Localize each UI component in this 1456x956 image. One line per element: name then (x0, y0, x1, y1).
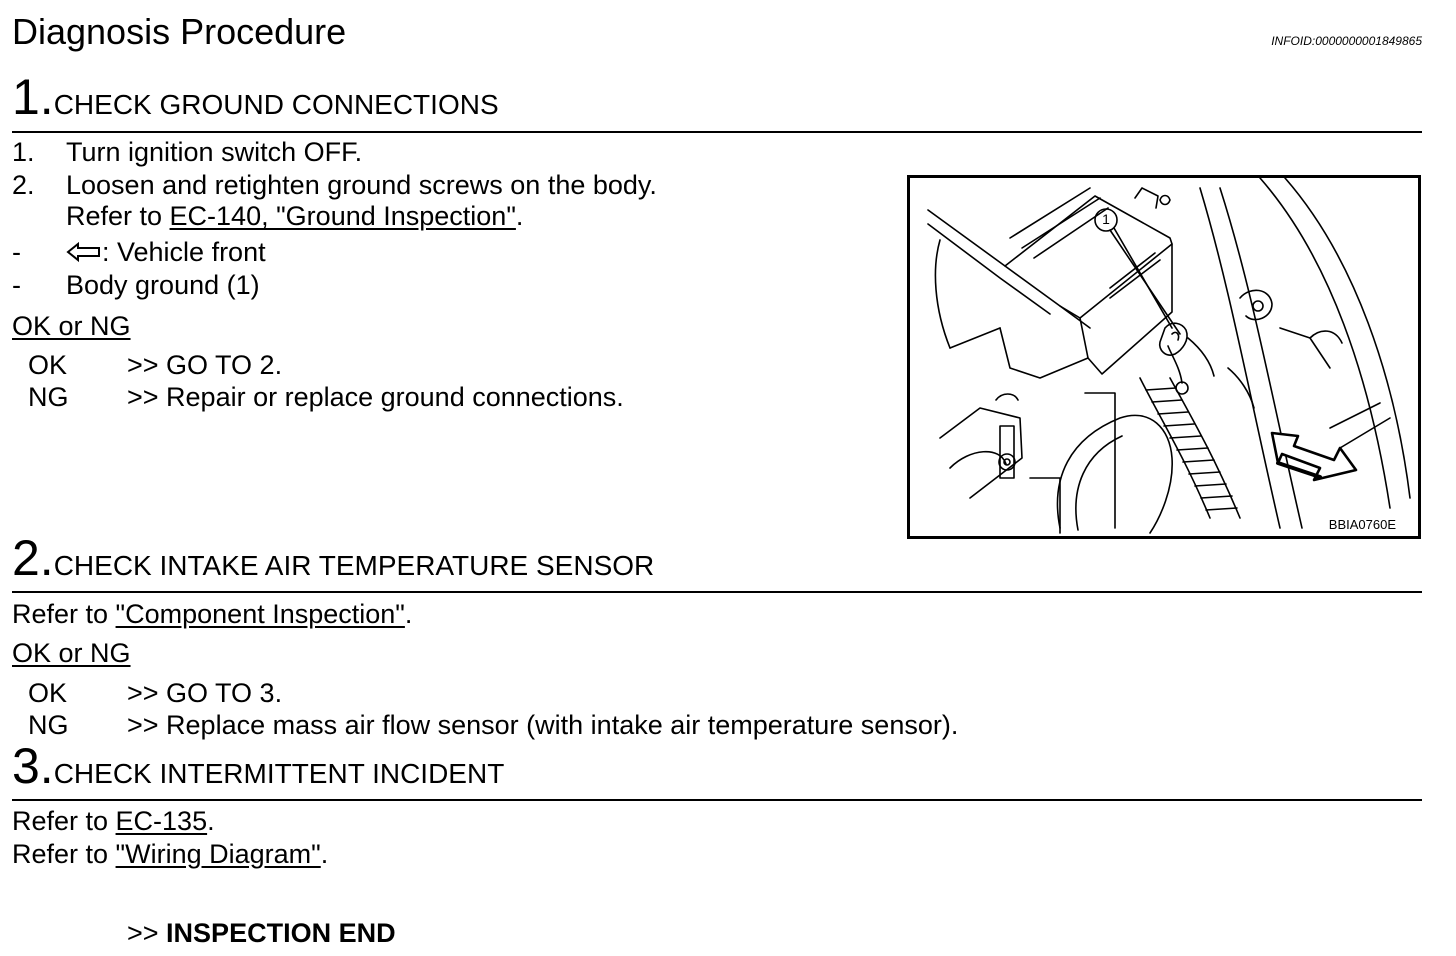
step-1-item-2-text: Loosen and retighten ground screws on th… (66, 170, 657, 200)
step-1-title: CHECK GROUND CONNECTIONS (53, 89, 499, 120)
step-1-item-1-marker: 1. (12, 137, 35, 167)
wiring-diagram-link[interactable]: "Wiring Diagram" (115, 839, 321, 869)
info-id: INFOID:0000000001849865 (1271, 34, 1422, 48)
step-3-rule (12, 799, 1422, 801)
legend-vehicle-front-text: : Vehicle front (102, 237, 266, 267)
refer-prefix: Refer to (12, 806, 116, 836)
legend-vehicle-front: : Vehicle front (66, 237, 266, 267)
legend-body-ground: Body ground (1) (66, 270, 260, 300)
arrow-left-outline-icon (66, 239, 102, 263)
page-title: Diagnosis Procedure (12, 11, 347, 52)
step-1-item-2-marker: 2. (12, 170, 35, 200)
step-2-number: 2. (12, 530, 54, 586)
step-1-rule (12, 131, 1422, 133)
step-3-number: 3. (12, 738, 54, 794)
step-2-ok-text: >> GO TO 3. (127, 678, 283, 708)
refer-suffix: . (320, 839, 329, 869)
legend-2-marker: - (12, 270, 21, 300)
step-2-rule (12, 591, 1422, 593)
inspection-end-prefix: >> (127, 918, 167, 948)
ground-inspection-link[interactable]: EC-140, "Ground Inspection" (169, 201, 516, 231)
step-2-ng-text: >> Replace mass air flow sensor (with in… (127, 710, 959, 740)
step-2-reference: Refer to "Component Inspection". (12, 599, 412, 629)
ec-135-link[interactable]: EC-135 (115, 806, 208, 836)
step-1-ok-label: OK (28, 350, 68, 380)
refer-suffix: . (515, 201, 524, 231)
inspection-end-text: INSPECTION END (166, 918, 396, 948)
engine-bay-drawing (927, 178, 1411, 534)
step-2-ok-ng-heading: OK or NG (12, 638, 131, 668)
step-2-ok-label: OK (28, 678, 68, 708)
refer-prefix: Refer to (66, 201, 170, 231)
step-2-title: CHECK INTAKE AIR TEMPERATURE SENSOR (53, 550, 655, 581)
legend-1-marker: - (12, 237, 21, 267)
step-3-reference-1: Refer to EC-135. (12, 806, 215, 836)
component-inspection-link[interactable]: "Component Inspection" (115, 599, 405, 629)
step-3-reference-2: Refer to "Wiring Diagram". (12, 839, 328, 869)
refer-suffix: . (207, 806, 215, 836)
figure-callout-1: 1 (1102, 211, 1110, 227)
step-1-ok-ng-heading: OK or NG (12, 311, 131, 341)
step-2-ng-label: NG (28, 710, 69, 740)
refer-prefix: Refer to (12, 839, 116, 869)
inspection-end: >> INSPECTION END (127, 918, 396, 948)
step-2-heading: 2.CHECK INTAKE AIR TEMPERATURE SENSOR (12, 533, 654, 583)
step-1-number: 1. (12, 69, 54, 125)
step-1-ng-label: NG (28, 382, 69, 412)
step-3-title: CHECK INTERMITTENT INCIDENT (53, 758, 505, 789)
figure-code: BBIA0760E (1328, 517, 1396, 532)
step-1-ng-text: >> Repair or replace ground connections. (127, 382, 624, 412)
engine-bay-illustration: 1 BBIA0760E (907, 175, 1421, 539)
step-1-ok-text: >> GO TO 2. (127, 350, 283, 380)
step-1-item-1-text: Turn ignition switch OFF. (66, 137, 363, 167)
step-1-reference: Refer to EC-140, "Ground Inspection". (66, 201, 523, 231)
step-1-heading: 1.CHECK GROUND CONNECTIONS (12, 72, 499, 122)
refer-prefix: Refer to (12, 599, 116, 629)
step-3-heading: 3.CHECK INTERMITTENT INCIDENT (12, 741, 504, 791)
refer-suffix: . (404, 599, 413, 629)
